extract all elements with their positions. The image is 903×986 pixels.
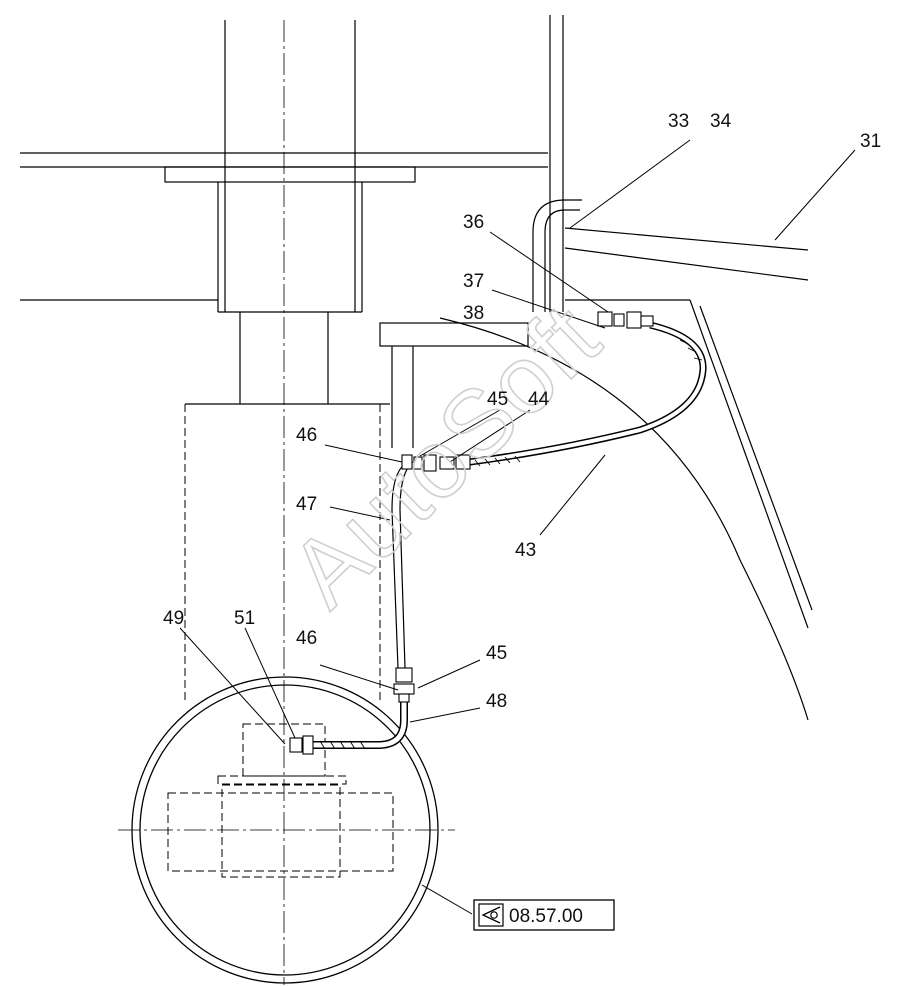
callout-49: 49 [163, 608, 184, 629]
callout-47: 47 [296, 494, 317, 515]
callout-48: 48 [486, 691, 507, 712]
callout-31: 31 [860, 131, 881, 152]
callout-37: 37 [463, 271, 484, 292]
callout-51: 51 [234, 608, 255, 629]
callout-36: 36 [463, 212, 484, 233]
center-lines [118, 20, 455, 985]
callout-45-upper: 45 [487, 389, 508, 410]
callout-45-lower: 45 [486, 643, 507, 664]
structure-lines [20, 15, 813, 721]
callout-43: 43 [515, 540, 536, 561]
callout-33: 33 [668, 111, 689, 132]
callout-labels: 33 34 31 36 37 38 45 44 46 47 43 49 51 4… [163, 111, 881, 712]
callout-46-upper: 46 [296, 425, 317, 446]
reference-box[interactable]: 08.57.00 [473, 899, 615, 931]
callout-44: 44 [528, 389, 550, 410]
eye-view-icon [478, 903, 504, 927]
hose-48 [310, 700, 408, 749]
leader-lines [179, 139, 856, 915]
watermark: AutoSoft [270, 283, 621, 627]
wheel [131, 676, 439, 984]
callout-38: 38 [463, 303, 484, 324]
callout-46-lower: 46 [296, 628, 317, 649]
hose-43 [469, 321, 707, 466]
reference-code: 08.57.00 [509, 906, 583, 927]
callout-34: 34 [710, 111, 732, 132]
hidden-lines [167, 404, 394, 878]
fittings [289, 311, 654, 755]
hose-braid [319, 339, 703, 750]
